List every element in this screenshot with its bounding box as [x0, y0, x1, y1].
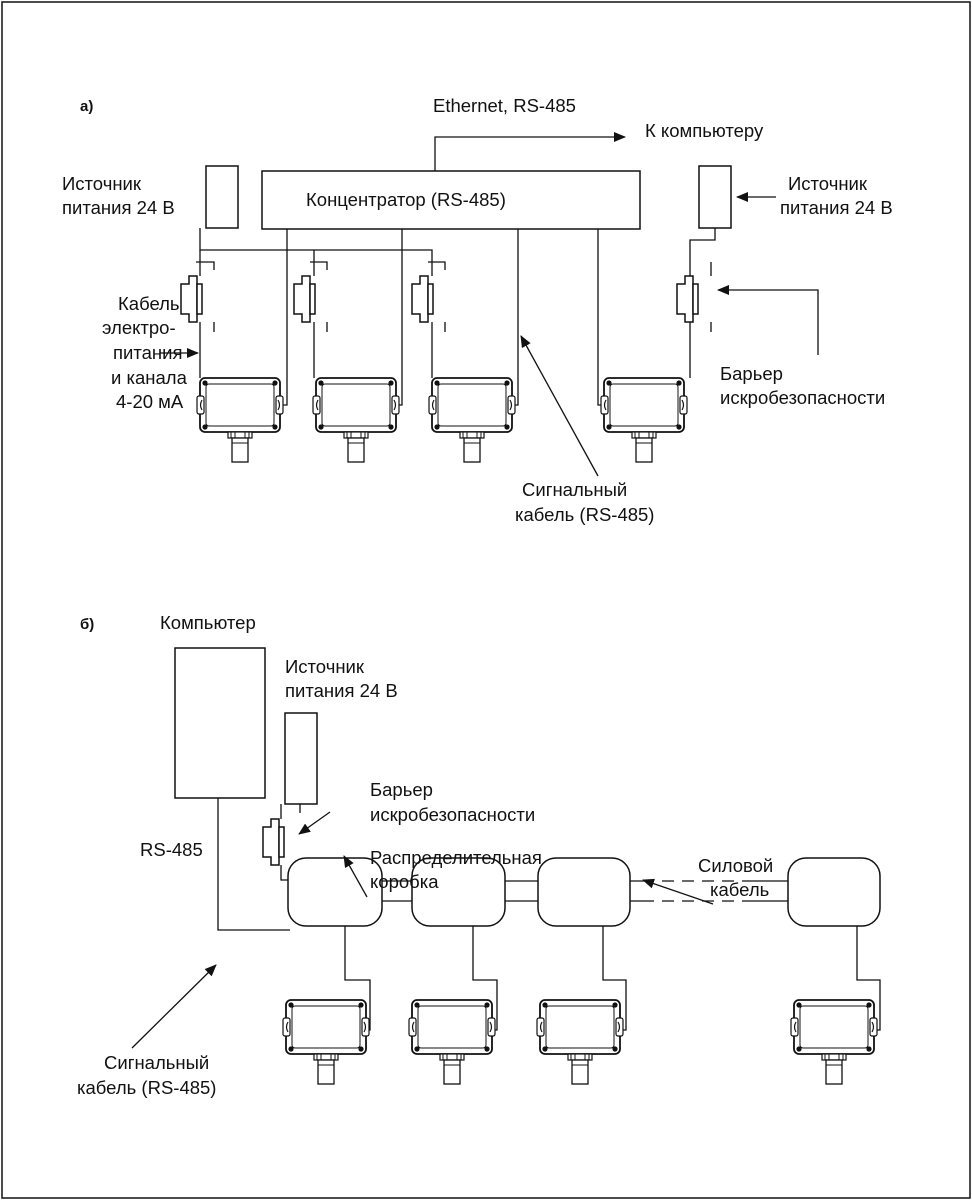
signal-cable-b-label-2: кабель (RS-485)	[77, 1077, 216, 1098]
power-cable-label-2: электро-	[102, 317, 176, 338]
computer-label: Компьютер	[160, 612, 256, 633]
bus-line-dashed	[642, 880, 742, 902]
power-cable-b-label-1: Силовой	[698, 855, 773, 876]
junction-box-label-2: коробка	[370, 871, 439, 892]
psu-b-label-2: питания 24 В	[285, 680, 398, 701]
section-b-label: б)	[80, 616, 94, 633]
detector-b-3-wires	[602, 926, 627, 1031]
signal-cable-label-1: Сигнальный	[522, 479, 627, 500]
signal-cable-arrow	[520, 335, 599, 477]
barrier-b	[262, 818, 285, 866]
signal-line-4	[597, 229, 604, 406]
detector-b-3	[536, 999, 624, 1085]
barrier-b-label-1: Барьер	[370, 779, 433, 800]
barrier-arrow	[717, 285, 819, 355]
rs485-label: RS-485	[140, 839, 203, 860]
psu-left-label-1: Источник	[62, 173, 142, 194]
power-bus-line	[199, 228, 433, 262]
power-cable-label-1: Кабель	[118, 293, 180, 314]
psu-left-box	[205, 165, 239, 229]
to-computer-label: К компьютеру	[645, 120, 764, 141]
barrier-b-wires	[280, 804, 301, 881]
psu-right-label-2: питания 24 В	[780, 197, 893, 218]
detector-b-1	[282, 999, 370, 1085]
rs485-line	[217, 798, 290, 931]
psu-b-label-1: Источник	[285, 656, 365, 677]
power-cable-label-5: 4-20 мА	[116, 391, 184, 412]
barrier-a-2-wires	[310, 261, 328, 378]
barrier-a-1-wires	[196, 261, 215, 378]
barrier-a-4-wires	[689, 228, 716, 378]
signal-cable-b-arrow	[131, 964, 217, 1049]
power-cable-label-4: и канала	[111, 367, 188, 388]
detector-a-1	[196, 377, 284, 463]
junction-box-2	[411, 857, 506, 927]
barrier-b-arrow	[298, 811, 331, 835]
power-cable-b-arrow	[642, 878, 714, 905]
section-a: а) Концентратор (RS-485) Ethernet, RS-48…	[62, 95, 893, 525]
junction-box-arrow	[343, 855, 368, 898]
power-cable-b-label-2: кабель	[710, 879, 769, 900]
section-b: б) Компьютер Источник питания 24 В Барье…	[77, 612, 881, 1098]
detector-b-2	[408, 999, 496, 1085]
barrier-a-1	[180, 275, 203, 323]
junction-box-label-1: Распределительная	[370, 847, 542, 868]
signal-cable-b-label-1: Сигнальный	[104, 1052, 209, 1073]
psu-right-label-1: Источник	[788, 173, 868, 194]
detector-b-4	[790, 999, 878, 1085]
detector-a-4	[600, 377, 688, 463]
computer-box	[174, 647, 266, 799]
psu-left-label-2: питания 24 В	[62, 197, 175, 218]
detector-b-4-wires	[856, 926, 881, 1031]
junction-box-1	[287, 857, 383, 927]
section-a-label: а)	[80, 98, 93, 115]
network-line	[434, 132, 626, 171]
barrier-a-3-wires	[428, 261, 446, 378]
psu-b-box	[284, 712, 318, 805]
barrier-label-2: искробезопасности	[720, 387, 885, 408]
barrier-a-4	[676, 275, 699, 323]
signal-cable-label-2: кабель (RS-485)	[515, 504, 654, 525]
barrier-a-3	[411, 275, 434, 323]
hub-box	[261, 170, 641, 230]
psu-right-box	[698, 165, 732, 229]
detector-a-2	[312, 377, 400, 463]
barrier-b-label-2: искробезопасности	[370, 804, 535, 825]
detector-a-3	[428, 377, 516, 463]
power-cable-label-3: питания	[113, 342, 182, 363]
junction-box-4	[787, 857, 881, 927]
hub-label: Концентратор (RS-485)	[306, 189, 506, 210]
barrier-a-2	[293, 275, 316, 323]
junction-box-3	[537, 857, 631, 927]
network-label: Ethernet, RS-485	[433, 95, 576, 116]
barrier-label-1: Барьер	[720, 363, 783, 384]
